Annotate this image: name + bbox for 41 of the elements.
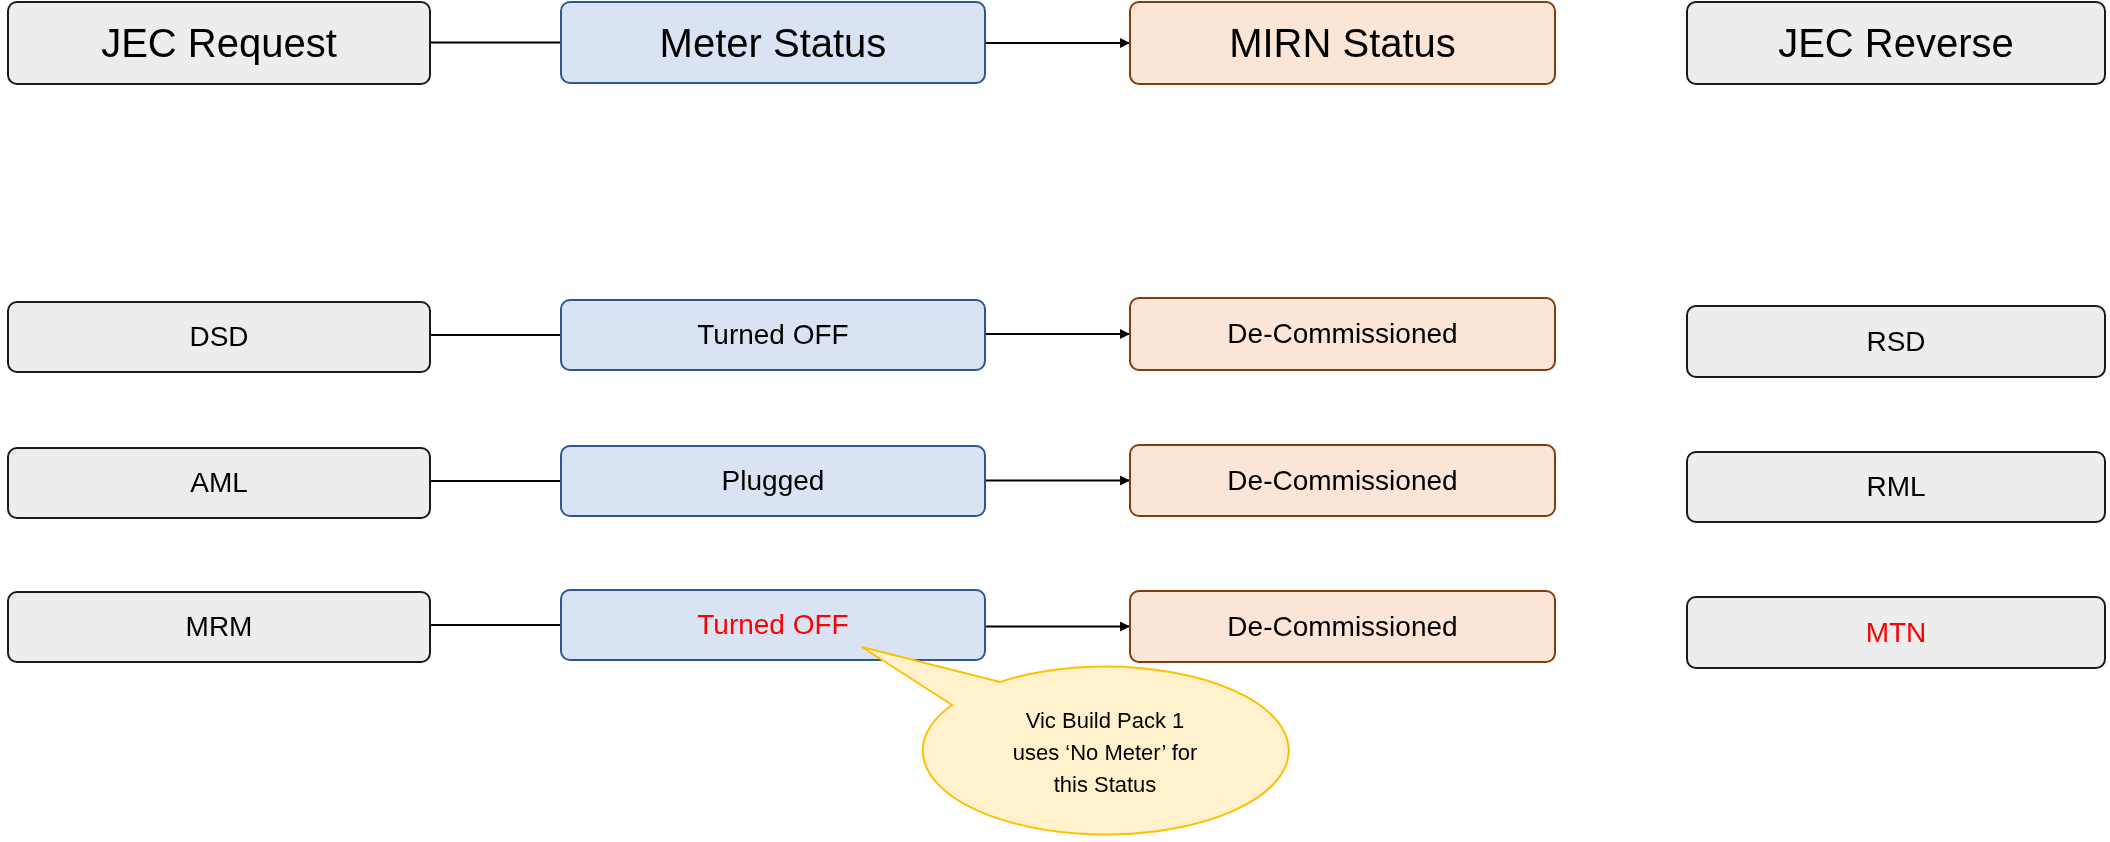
status-box xyxy=(7,301,431,373)
arrow xyxy=(985,475,1130,486)
box-label: Turned OFF xyxy=(697,608,849,642)
status-box xyxy=(7,447,431,519)
arrow xyxy=(985,621,1130,632)
status-box xyxy=(1129,297,1556,371)
status-box xyxy=(1686,451,2106,523)
arrow xyxy=(985,38,1130,48)
status-box xyxy=(1129,444,1556,517)
connector-line xyxy=(430,480,561,482)
box-label: MRM xyxy=(185,610,253,644)
box-label: Plugged xyxy=(721,464,825,498)
box-label: JEC Reverse xyxy=(1778,20,2014,67)
box-label: Turned OFF xyxy=(697,318,849,352)
status-box xyxy=(7,1,431,85)
status-box xyxy=(1129,590,1556,663)
status-box xyxy=(1129,1,1556,85)
status-box xyxy=(1686,1,2106,85)
box-label: MTN xyxy=(1865,615,1927,650)
box-label: MIRN Status xyxy=(1229,20,1456,67)
connector-line xyxy=(430,41,561,44)
status-box xyxy=(560,589,986,661)
box-label: RML xyxy=(1866,470,1926,504)
box-label: De-Commissioned xyxy=(1227,463,1458,498)
box-label: De-Commissioned xyxy=(1227,317,1458,351)
box-label: RSD xyxy=(1866,324,1926,359)
box-label: Meter Status xyxy=(659,19,887,67)
status-box xyxy=(560,1,986,84)
connector-line xyxy=(430,334,561,336)
status-box xyxy=(1686,305,2106,378)
status-box xyxy=(1686,596,2106,669)
status-box xyxy=(7,591,431,663)
status-box xyxy=(560,445,986,517)
arrow xyxy=(985,329,1130,339)
box-label: De-Commissioned xyxy=(1227,609,1458,644)
connector-line xyxy=(430,624,561,626)
box-label: AML xyxy=(190,466,248,500)
box-label: DSD xyxy=(189,320,249,354)
callout-text: Vic Build Pack 1 uses ‘No Meter’ for this Status xyxy=(1011,707,1199,799)
box-label: JEC Request xyxy=(101,20,337,67)
status-box xyxy=(560,299,986,371)
